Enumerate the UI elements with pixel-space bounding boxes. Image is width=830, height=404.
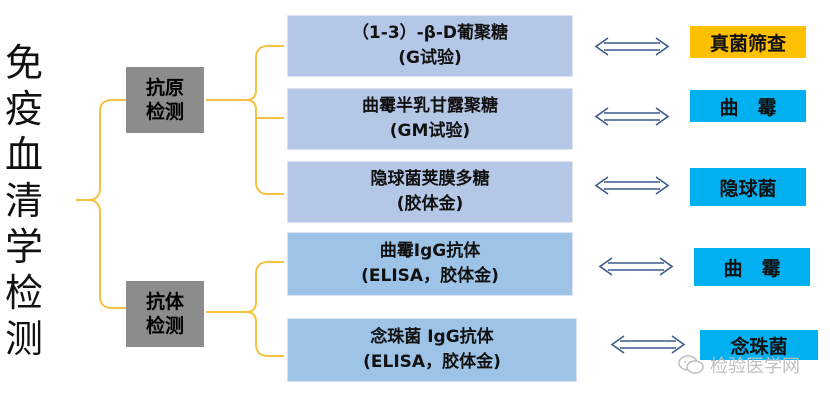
item-gm-test: 曲霉半乳甘露聚糖 (GM试验) [287,88,573,150]
result-candida: 念珠菌 [700,330,818,360]
result-fungal-screening: 真菌筛查 [690,26,806,58]
category-antigen: 抗原 检测 [126,67,204,133]
double-arrow-3 [594,176,670,195]
category-antibody: 抗体 检测 [126,281,204,347]
item-aspergillus-igg: 曲霉IgG抗体 (ELISA，胶体金) [287,232,573,296]
double-arrow-2 [594,107,670,126]
result-aspergillus-antibody: 曲 霉 [694,248,810,286]
item-candida-igg: 念珠菌 IgG抗体 (ELISA，胶体金) [287,318,577,382]
double-arrow-4 [598,257,674,276]
result-aspergillus: 曲 霉 [690,90,806,122]
antigen-bracket [206,45,269,195]
item-cryptococcal-antigen: 隐球菌荚膜多糖 (胶体金) [287,161,573,223]
double-arrow-5 [610,335,686,354]
wechat-icon [678,355,704,374]
double-arrow-1 [594,37,670,56]
root-label: 免疫血清学检测 [4,41,43,361]
watermark-text: 检验医学网 [710,356,800,377]
item-g-test: （1-3）-β-D葡聚糖 (G试验) [287,15,573,77]
result-cryptococcus: 隐球菌 [690,168,806,206]
watermark: 检验医学网 [678,352,800,378]
root-bracket [76,99,113,309]
antibody-bracket [206,261,269,357]
